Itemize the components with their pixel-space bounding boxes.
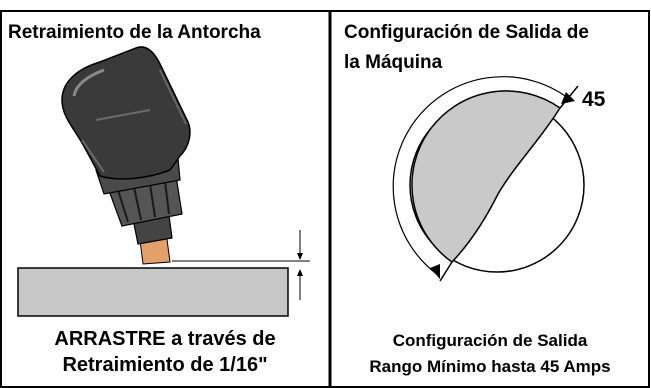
drag-caption-line1: ARRASTRE a través de <box>54 328 276 350</box>
output-caption-line1: Configuración de Salida <box>392 331 588 350</box>
machine-output-title: Configuración de Salida de <box>344 22 589 43</box>
machine-output-title-line2: la Máquina <box>344 52 443 73</box>
torch-standoff-title: Retraimiento de la Antorcha <box>8 22 261 43</box>
dial-arrowhead-end <box>430 264 440 279</box>
output-dial <box>392 76 585 282</box>
workpiece-plate <box>17 267 289 317</box>
dial-range-arc <box>392 76 569 276</box>
gap-arrowhead-upper <box>297 253 303 260</box>
output-caption-line2: Rango Mínimo hasta 45 Amps <box>369 357 611 376</box>
dial-tick-45 <box>559 85 579 109</box>
gap-arrowhead-lower <box>297 269 303 276</box>
dial-tick-min <box>439 261 453 282</box>
outer-border <box>0 10 650 388</box>
drag-caption-line2: Retraimiento de 1/16" <box>62 354 268 376</box>
torch-body <box>61 46 191 180</box>
dial-value-label: 45 <box>582 88 606 111</box>
torch-illustration <box>61 46 191 265</box>
dial-filled-range <box>411 90 562 263</box>
